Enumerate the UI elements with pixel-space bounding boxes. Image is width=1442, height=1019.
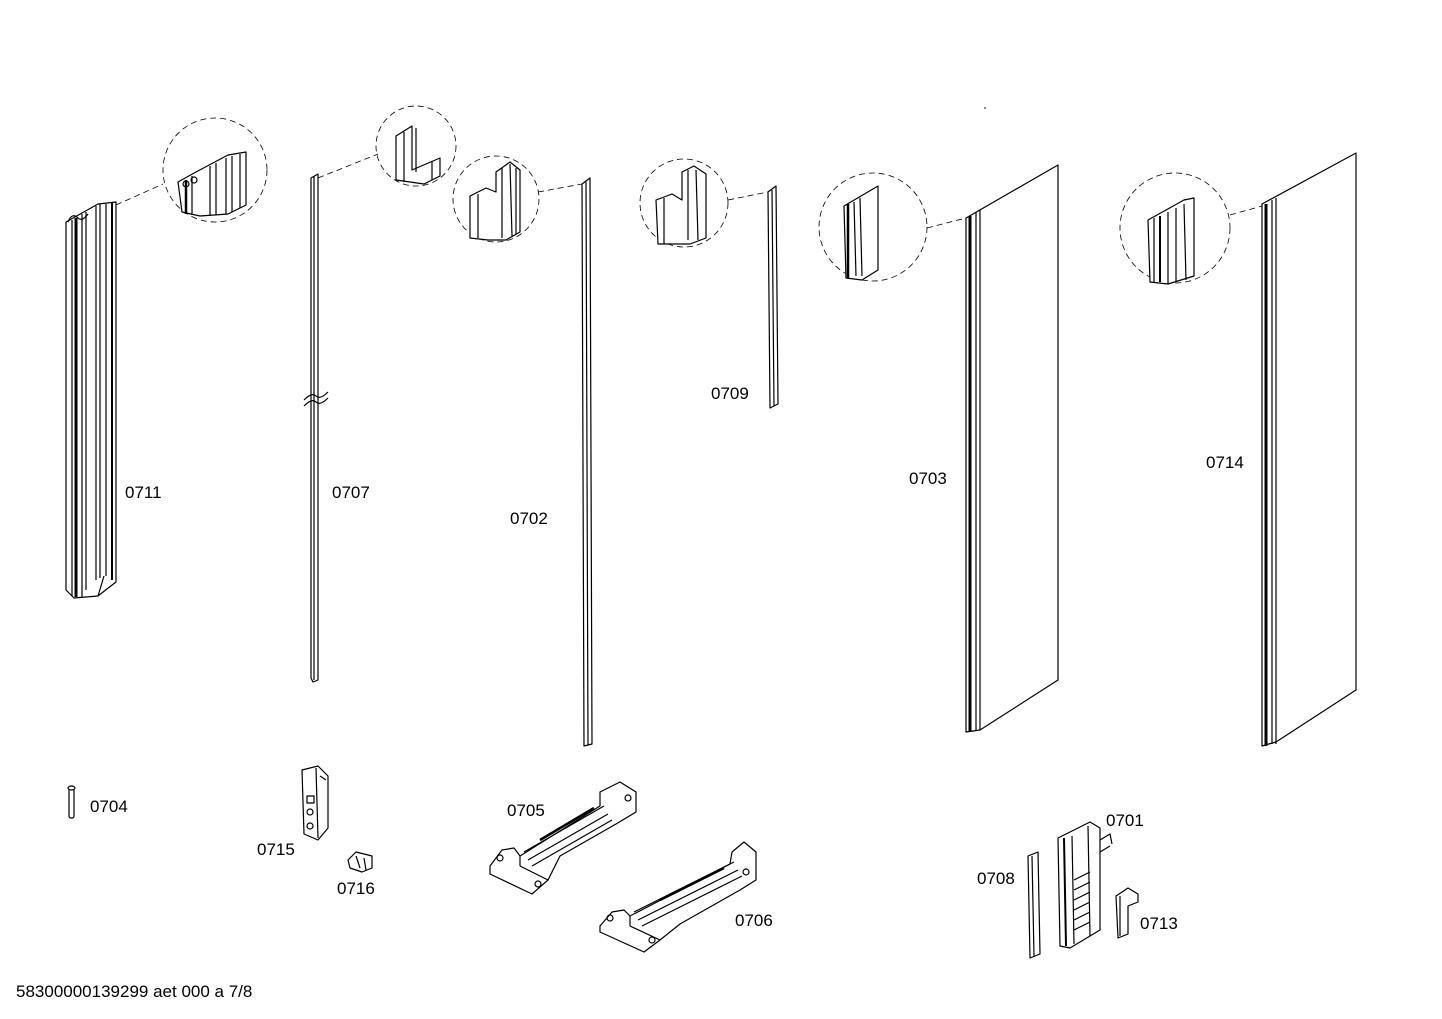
detail-circle-0709	[639, 158, 769, 248]
part-0704-pin	[67, 785, 76, 819]
detail-circle-0714	[1119, 172, 1263, 285]
label-0714: 0714	[1206, 453, 1244, 472]
part-0702-strip	[581, 177, 593, 747]
detail-circle-0711	[115, 117, 268, 223]
part-0706-hinge-bracket	[599, 841, 757, 953]
document-reference: 58300000139299 aet 000 a 7/8	[16, 982, 253, 1001]
label-0716: 0716	[337, 879, 375, 898]
part-0714-door-panel	[1261, 152, 1357, 747]
label-0707: 0707	[332, 483, 370, 502]
part-0715-bracket	[301, 765, 329, 841]
label-0706: 0706	[735, 911, 773, 930]
detail-circle-0703	[818, 172, 967, 282]
part-0707-strip	[303, 173, 329, 683]
label-0708: 0708	[977, 869, 1015, 888]
label-0715: 0715	[257, 840, 295, 859]
label-0702: 0702	[510, 509, 548, 528]
part-0711-profile	[65, 201, 117, 599]
part-0708-strip	[1027, 851, 1041, 959]
label-0703: 0703	[909, 469, 947, 488]
part-0713-piece	[1115, 887, 1139, 939]
part-0703-door-panel	[965, 164, 1059, 733]
detail-circle-0702	[452, 155, 583, 243]
part-0701-hinge-assembly	[1057, 821, 1113, 949]
stray-dot	[984, 107, 986, 109]
detail-circle-0707	[317, 105, 457, 187]
part-0716-clip	[347, 851, 373, 873]
label-0701: 0701	[1106, 811, 1144, 830]
label-0711: 0711	[125, 483, 162, 502]
part-0709-strip	[767, 185, 779, 409]
label-0704: 0704	[90, 797, 128, 816]
label-0713: 0713	[1140, 914, 1178, 933]
part-0705-hinge-bracket	[489, 781, 637, 895]
label-0709: 0709	[711, 384, 749, 403]
label-0705: 0705	[507, 801, 545, 820]
